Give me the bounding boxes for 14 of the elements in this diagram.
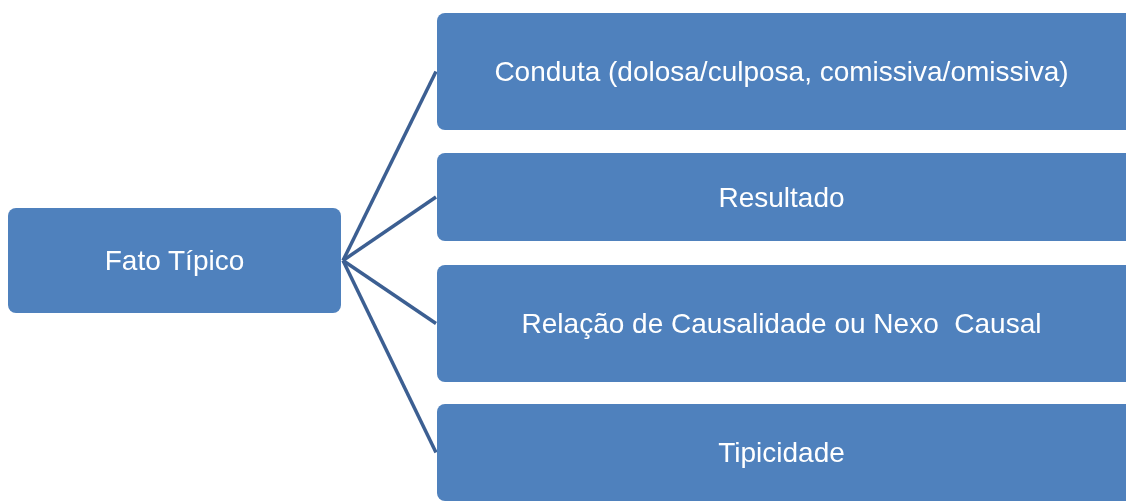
connector-line — [342, 195, 437, 262]
connector-line — [341, 259, 438, 454]
process-box — [8, 208, 341, 313]
box-label: Tipicidade — [718, 436, 845, 470]
process-box — [437, 265, 1126, 382]
box-label: Conduta (dolosa/culposa, comissiva/omissiva) — [494, 55, 1069, 89]
connector-line — [341, 70, 438, 262]
process-box — [437, 153, 1126, 241]
process-box — [437, 13, 1126, 130]
process-box — [437, 404, 1126, 501]
connector-line — [342, 259, 437, 325]
box-label: Resultado — [718, 180, 845, 215]
box-label: Relação de Causalidade ou Nexo Causal — [521, 307, 1042, 341]
box-label: Fato Típico — [104, 244, 245, 278]
